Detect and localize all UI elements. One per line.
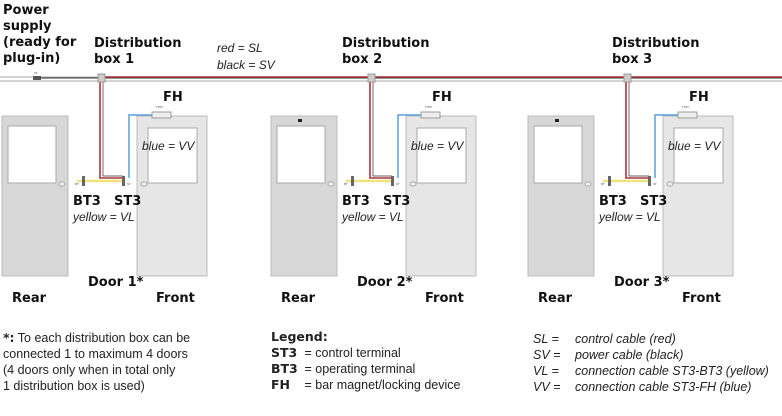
svg-text:Distribution: Distribution: [612, 36, 699, 51]
bar-magnet-fh: [151, 111, 172, 119]
blue-cable: [654, 114, 678, 178]
distribution-box: [623, 73, 632, 83]
svg-text:ST: ST: [396, 182, 400, 186]
front-door: [405, 115, 477, 277]
black-cable: [628, 77, 649, 177]
st3-label: ST3: [640, 194, 667, 209]
door-set-1: Distribution box 1 FHM BT ST FH blue = V…: [1, 36, 208, 306]
front-label: Front: [156, 291, 195, 306]
bt3-label: BT3: [599, 194, 627, 209]
svg-text:box 3: box 3: [612, 52, 652, 67]
svg-text:ST: ST: [653, 182, 657, 186]
red-cable: [369, 77, 392, 179]
footnote: *: To each distribution box can be conne…: [3, 330, 191, 393]
abbreviation-item: VV =connection cable ST3-FH (blue): [533, 380, 752, 394]
distribution-box: [367, 73, 376, 83]
bt3-label: BT3: [342, 194, 370, 209]
black-cable-label: black = SV: [217, 58, 276, 72]
legend: Legend: ST3 = control terminal BT3 = ope…: [271, 329, 461, 392]
st3-terminal: [648, 176, 651, 186]
svg-text:(ready for: (ready for: [3, 35, 77, 50]
st3-terminal: [122, 176, 125, 186]
rear-door: [527, 115, 595, 277]
bt3-label: BT3: [73, 194, 101, 209]
blue-cable: [397, 114, 421, 178]
red-cable-label: red = SL: [217, 41, 263, 55]
svg-text:BT: BT: [344, 182, 348, 186]
svg-text:BT: BT: [75, 182, 79, 186]
door-label: Door 1*: [88, 275, 144, 290]
svg-text:ST: ST: [127, 182, 131, 186]
svg-text:Distribution: Distribution: [342, 36, 429, 51]
abbreviation-item: SL =control cable (red): [533, 332, 676, 346]
front-label: Front: [425, 291, 464, 306]
blue-label: blue = VV: [411, 139, 464, 153]
abbreviations: SL =control cable (red) SV =power cable …: [533, 331, 769, 395]
st3-terminal: [391, 176, 394, 186]
front-label: Front: [682, 291, 721, 306]
blue-cable: [128, 114, 152, 178]
svg-text:BT: BT: [601, 182, 605, 186]
svg-text:FHM: FHM: [682, 105, 689, 109]
rear-door: [1, 115, 69, 277]
red-cable: [625, 77, 649, 179]
svg-text:FHM: FHM: [156, 105, 163, 109]
yellow-label: yellow = VL: [72, 210, 135, 224]
power-plug: [33, 76, 41, 80]
yellow-label: yellow = VL: [341, 210, 404, 224]
yellow-label: yellow = VL: [598, 210, 661, 224]
svg-text:Distribution: Distribution: [94, 36, 181, 51]
front-door: [136, 115, 208, 277]
rear-door: [270, 115, 338, 277]
door-set-2: Distribution box 2 FHM BT ST FH blue = V…: [270, 36, 477, 306]
rear-label: Rear: [12, 291, 47, 306]
svg-text:ST: ST: [34, 71, 38, 75]
bt3-terminal: [608, 176, 611, 186]
st3-label: ST3: [114, 194, 141, 209]
svg-text:box 2: box 2: [342, 52, 382, 67]
power-supply-label: Power supply (ready for plug-in) ST: [3, 3, 77, 75]
main-cable: [0, 76, 782, 82]
rear-label: Rear: [538, 291, 573, 306]
rear-label: Rear: [281, 291, 316, 306]
st3-label: ST3: [383, 194, 410, 209]
fh-label: FH: [432, 90, 452, 105]
black-cable: [102, 77, 123, 177]
svg-text:plug-in): plug-in): [3, 51, 60, 66]
blue-label: blue = VV: [142, 139, 195, 153]
red-cable: [99, 77, 123, 179]
svg-text:Power: Power: [3, 3, 49, 18]
abbreviation-item: SV =power cable (black): [533, 348, 684, 362]
bt3-terminal: [82, 176, 85, 186]
bar-magnet-fh: [677, 111, 698, 119]
fh-label: FH: [689, 90, 709, 105]
bt3-terminal: [351, 176, 354, 186]
abbreviation-item: VL =connection cable ST3-BT3 (yellow): [533, 364, 769, 378]
legend-item: ST3 = control terminal: [271, 345, 401, 360]
svg-text:box 1: box 1: [94, 52, 134, 67]
svg-text:FHM: FHM: [425, 105, 432, 109]
front-door: [662, 115, 734, 277]
svg-text:supply: supply: [3, 19, 52, 34]
door-label: Door 2*: [357, 275, 413, 290]
fh-label: FH: [163, 90, 183, 105]
door-label: Door 3*: [614, 275, 670, 290]
black-cable: [372, 77, 392, 177]
distribution-box: [97, 73, 106, 83]
legend-item: FH = bar magnet/locking device: [271, 377, 461, 392]
blue-label: blue = VV: [668, 139, 721, 153]
legend-item: BT3 = operating terminal: [271, 361, 416, 376]
bar-magnet-fh: [420, 111, 441, 119]
door-set-3: Distribution box 3 FHM BT ST FH blue = V…: [527, 36, 734, 306]
